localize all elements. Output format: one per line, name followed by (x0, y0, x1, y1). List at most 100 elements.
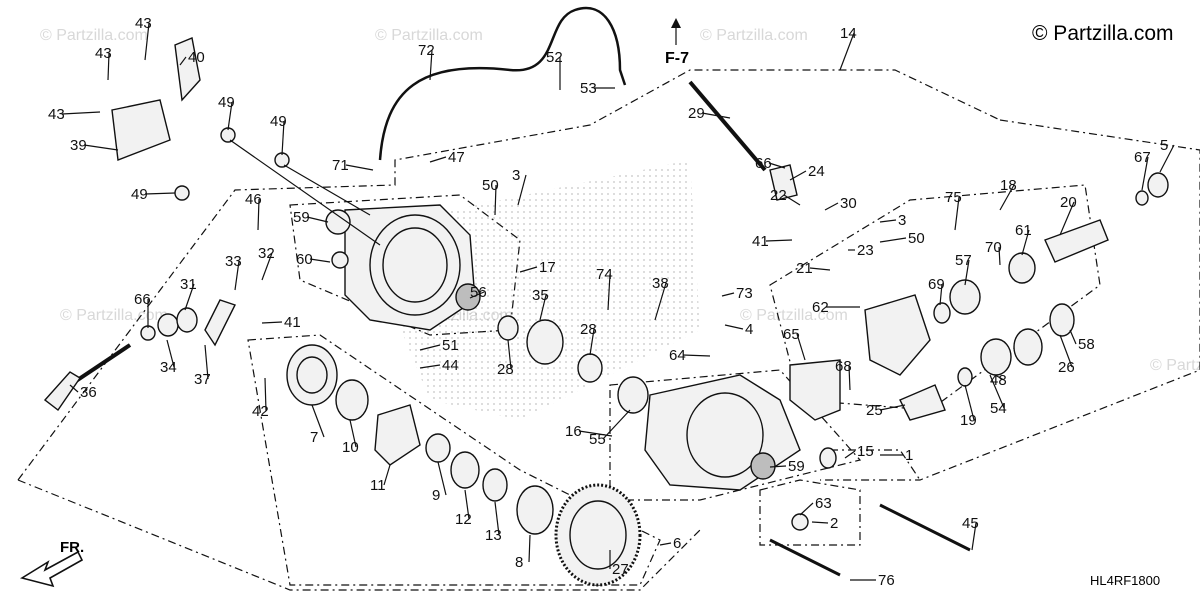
leader-line (383, 464, 391, 486)
callout-number: 73 (736, 285, 753, 302)
callout-number: 70 (985, 239, 1002, 256)
leader-line (494, 184, 497, 216)
callout-number: 17 (539, 259, 556, 276)
callout-number: 3 (512, 167, 520, 184)
callout-8: 8 (515, 534, 531, 571)
leader-line (1141, 156, 1149, 191)
callout-number: 72 (418, 42, 435, 59)
callout-66: 66 (755, 155, 786, 172)
callout-40: 40 (179, 49, 205, 66)
differential-case-16 (617, 374, 801, 491)
callout-number: 65 (783, 326, 800, 343)
leader-line (939, 283, 943, 306)
leader-line (144, 22, 150, 61)
leader-line (989, 374, 1005, 409)
callout-13: 13 (485, 501, 502, 544)
callout-number: 38 (652, 275, 669, 292)
callout-43: 43 (135, 15, 152, 61)
reference-arrow: F-7 (665, 18, 689, 67)
callout-39: 39 (70, 137, 119, 154)
callout-number: 49 (218, 94, 235, 111)
callout-number: 71 (332, 157, 349, 174)
callout-27: 27 (609, 550, 629, 578)
callout-17: 17 (519, 259, 556, 276)
leader-line (589, 328, 595, 356)
leader-line (789, 170, 807, 181)
gear-parts (286, 315, 603, 535)
gear-box-6 (247, 334, 661, 586)
group-boundary-bottom (17, 479, 701, 591)
leader-line (654, 282, 667, 321)
callout-22: 22 (770, 187, 801, 206)
callout-number: 43 (48, 106, 65, 123)
callout-number: 42 (252, 403, 269, 420)
leader-line (768, 162, 786, 169)
watermark-text: © Partzilla.com (375, 27, 483, 44)
callout-number: 66 (755, 155, 772, 172)
leader-line (607, 273, 611, 311)
callout-50: 50 (482, 177, 499, 216)
leader-line (783, 194, 801, 206)
callout-31: 31 (180, 276, 197, 311)
leader-line (306, 216, 329, 223)
leader-line (879, 404, 906, 411)
callout-number: 30 (840, 195, 857, 212)
callout-59: 59 (769, 458, 805, 475)
callout-41: 41 (752, 233, 793, 250)
callout-41: 41 (261, 314, 301, 331)
callout-number: 25 (866, 402, 883, 419)
callout-49: 49 (270, 113, 287, 156)
callout-number: 20 (1060, 194, 1077, 211)
callout-43: 43 (95, 45, 112, 81)
callout-number: 8 (515, 554, 523, 571)
leader-line (879, 219, 897, 223)
leader-line (349, 419, 357, 448)
watermark-text: © Partzilla.com (40, 27, 148, 44)
callout-number: 58 (1078, 336, 1095, 353)
callout-number: 53 (580, 80, 597, 97)
callout-12: 12 (455, 489, 472, 528)
callout-number: 54 (990, 400, 1007, 417)
callout-number: 22 (770, 187, 787, 204)
callout-number: 52 (546, 49, 563, 66)
differential-case-17 (325, 204, 481, 331)
leader-line (311, 404, 325, 438)
seal-box-2 (759, 479, 861, 546)
callout-36: 36 (69, 384, 97, 401)
callout-23: 23 (848, 242, 874, 259)
leader-line (964, 259, 970, 286)
callout-75: 75 (945, 189, 962, 231)
callout-number: 28 (580, 321, 597, 338)
callout-number: 45 (962, 515, 979, 532)
leader-line (1059, 201, 1075, 236)
leader-line (419, 344, 441, 351)
leader-line (309, 258, 331, 263)
callout-number: 67 (1134, 149, 1151, 166)
callout-number: 21 (796, 260, 813, 277)
direction-label: FR. (60, 539, 84, 556)
leader-line (519, 266, 538, 273)
callout-number: 14 (840, 25, 857, 42)
callout-number: 5 (1160, 137, 1168, 154)
callout-number: 28 (497, 361, 514, 378)
callout-number: 6 (673, 535, 681, 552)
leader-line (281, 120, 285, 156)
callout-9: 9 (432, 461, 447, 504)
leader-line (494, 501, 500, 536)
watermark-layer: © Partzilla.com© Partzilla.com© Partzill… (40, 27, 1200, 374)
leader-line (721, 292, 735, 297)
callout-number: 41 (752, 233, 769, 250)
leader-line (994, 374, 1005, 381)
callout-number: 4 (745, 321, 753, 338)
callout-number: 10 (342, 439, 359, 456)
callout-number: 57 (955, 252, 972, 269)
callout-number: 15 (857, 443, 874, 460)
callout-44: 44 (419, 357, 459, 374)
leader-line (701, 112, 731, 119)
callout-57: 57 (955, 252, 972, 286)
leader-line (844, 450, 856, 459)
callout-number: 41 (284, 314, 301, 331)
leader-line (811, 521, 829, 524)
callout-number: 61 (1015, 222, 1032, 239)
